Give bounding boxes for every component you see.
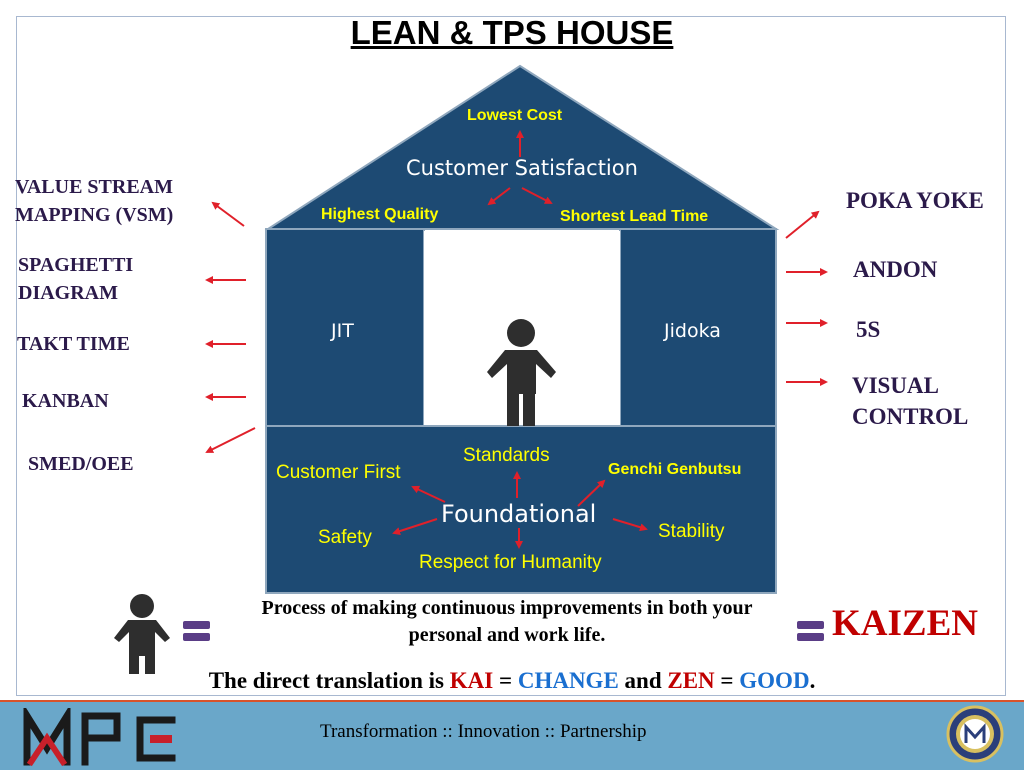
roof-right-label: Shortest Lead Time	[560, 208, 709, 225]
foundation-respect: Respect for Humanity	[419, 552, 602, 573]
foundation-arrows	[392, 471, 648, 549]
zen-word: ZEN	[667, 668, 715, 693]
slide-frame	[16, 16, 1006, 696]
foundation-stability: Stability	[658, 521, 725, 542]
footer-bar	[0, 700, 1024, 770]
tool-takt-time: TAKT TIME	[17, 333, 130, 355]
foundation-center-label: Foundational	[441, 500, 597, 528]
person-icon	[114, 594, 170, 674]
foundation-genchi-genbutsu: Genchi Genbutsu	[608, 461, 742, 478]
pillar-left	[265, 228, 425, 427]
change-word: CHANGE	[517, 668, 619, 693]
translation-prefix: The direct translation is	[208, 668, 445, 693]
house-roof	[264, 64, 780, 230]
tool-visual-control: VISUAL CONTROL	[852, 373, 969, 429]
roof-center-label: Customer Satisfaction	[406, 156, 638, 180]
and-word: and	[624, 668, 662, 693]
equals-sign: =	[720, 668, 734, 693]
roof-arrows	[487, 130, 553, 206]
pillar-left-label: JIT	[331, 320, 354, 342]
page-title: LEAN & TPS HOUSE	[350, 14, 674, 51]
kaizen-description: Process of making continuous improvement…	[261, 597, 753, 646]
foundation-safety: Safety	[318, 527, 372, 548]
tool-smed-oee: SMED/OEE	[28, 453, 134, 475]
good-word: GOOD	[739, 668, 810, 693]
right-tool-arrows	[785, 210, 828, 386]
kaizen-label: KAIZEN	[832, 603, 978, 644]
translation-line: The direct translation is KAI = CHANGE a…	[0, 668, 1024, 694]
tool-vsm: VALUE STREAM MAPPING (VSM)	[15, 176, 174, 226]
tool-5s: 5S	[856, 317, 881, 342]
tool-andon: ANDON	[853, 257, 938, 282]
foundation-customer-first: Customer First	[276, 462, 401, 483]
tool-spaghetti-diagram: SPAGHETTI DIAGRAM	[18, 254, 134, 304]
seal-icon	[946, 705, 1004, 763]
roof-left-label: Highest Quality	[321, 206, 439, 223]
equals-sign: =	[498, 668, 513, 693]
left-tool-arrows	[205, 201, 256, 453]
house-foundation	[265, 425, 777, 594]
tool-kanban: KANBAN	[22, 390, 109, 412]
person-icon	[487, 319, 556, 426]
roof-top-label: Lowest Cost	[467, 107, 563, 124]
tool-poka-yoke: POKA YOKE	[846, 188, 984, 213]
kai-word: KAI	[449, 668, 494, 693]
foundation-standards: Standards	[463, 445, 550, 466]
pillar-right-label: Jidoka	[664, 320, 721, 342]
mpc-logo	[23, 708, 176, 767]
period: .	[809, 668, 816, 693]
footer-tagline: Transformation :: Innovation :: Partners…	[320, 721, 647, 742]
